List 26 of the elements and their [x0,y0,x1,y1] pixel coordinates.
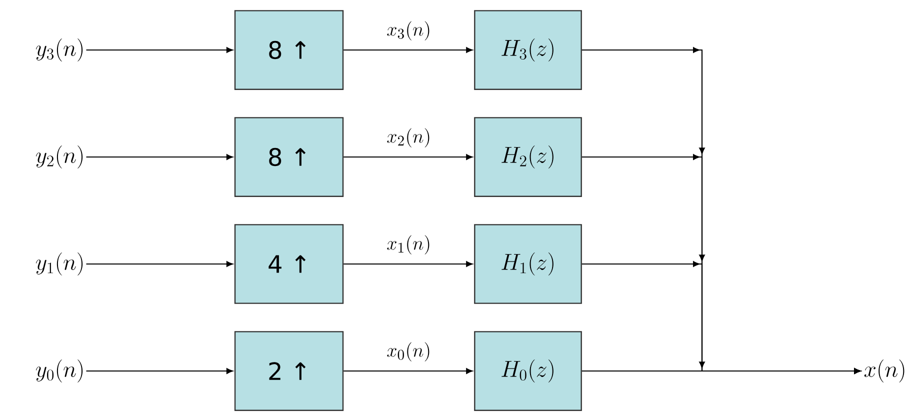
arrow [86,154,233,160]
filter-box: $H_1(z)$ [474,224,582,304]
signal-label: $y_0(n)$ [36,360,83,383]
arrow [344,47,473,53]
signal-label: $y_1(n)$ [36,252,83,276]
arrow [86,261,233,267]
arrow [582,368,861,374]
arrow [344,368,473,374]
upsampler-box: 4 ↑ [234,224,344,304]
upsampler-box: 8 ↑ [234,117,344,197]
signal-label: $y_2(n)$ [36,146,83,169]
filter-box: $H_3(z)$ [474,10,582,90]
edge-label: $x_0(n)$ [387,342,430,362]
arrow [86,368,233,374]
edge-label: $x_2(n)$ [387,128,430,148]
signal-label: $x(n)$ [864,360,904,383]
upsampler-box: 8 ↑ [234,10,344,90]
arrow [86,47,233,53]
filter-box: $H_2(z)$ [474,117,582,197]
arrow [344,261,473,267]
edge-label: $x_3(n)$ [387,21,430,40]
edge-label: $x_1(n)$ [387,235,430,254]
arrow [344,154,473,160]
upsampler-box: 2 ↑ [234,331,344,411]
filter-box: $H_0(z)$ [474,331,582,411]
signal-label: $y_3(n)$ [36,38,83,62]
